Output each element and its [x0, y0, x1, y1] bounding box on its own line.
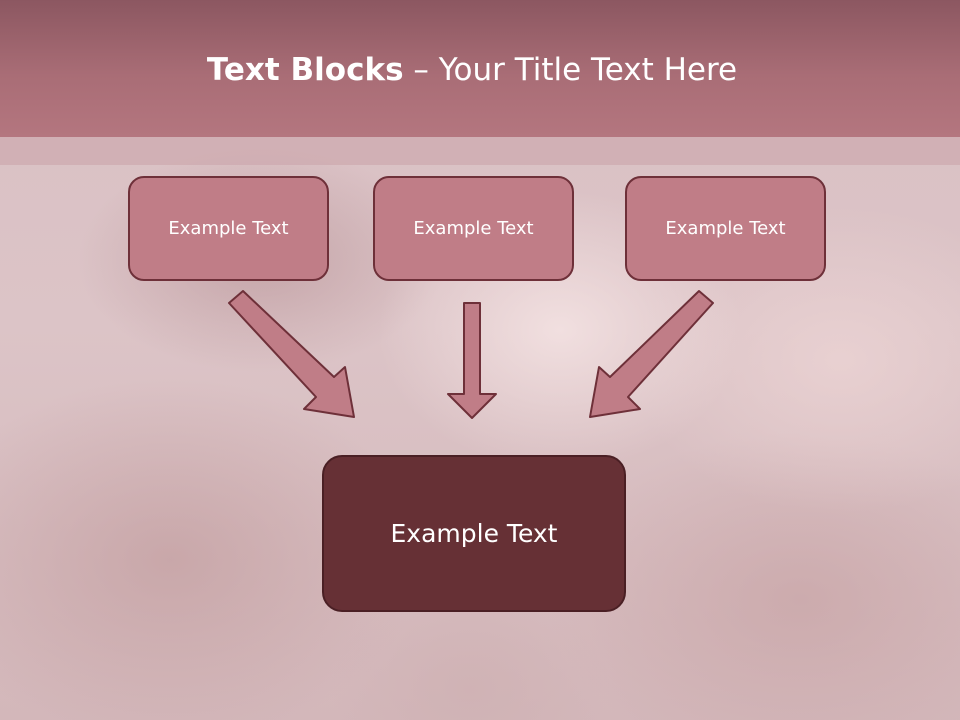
text-block-3-label: Example Text: [665, 218, 786, 239]
text-block-1-label: Example Text: [168, 218, 289, 239]
text-block-2-label: Example Text: [413, 218, 534, 239]
text-block-1[interactable]: Example Text: [128, 176, 329, 281]
text-block-2[interactable]: Example Text: [373, 176, 574, 281]
title-rest: Your Title Text Here: [438, 52, 738, 88]
arrow-down-left-icon[interactable]: [589, 290, 714, 418]
text-block-3[interactable]: Example Text: [625, 176, 826, 281]
title-band: [0, 0, 960, 137]
title-band-strip: [0, 137, 960, 165]
slide-title[interactable]: Text Blocks – Your Title Text Here: [0, 52, 944, 88]
text-block-main[interactable]: Example Text: [322, 455, 626, 612]
title-bold: Text Blocks: [206, 52, 404, 88]
arrow-down-right-icon[interactable]: [228, 290, 355, 418]
arrow-down-icon[interactable]: [447, 302, 497, 419]
text-block-main-label: Example Text: [390, 519, 558, 548]
title-dash: –: [413, 52, 429, 88]
